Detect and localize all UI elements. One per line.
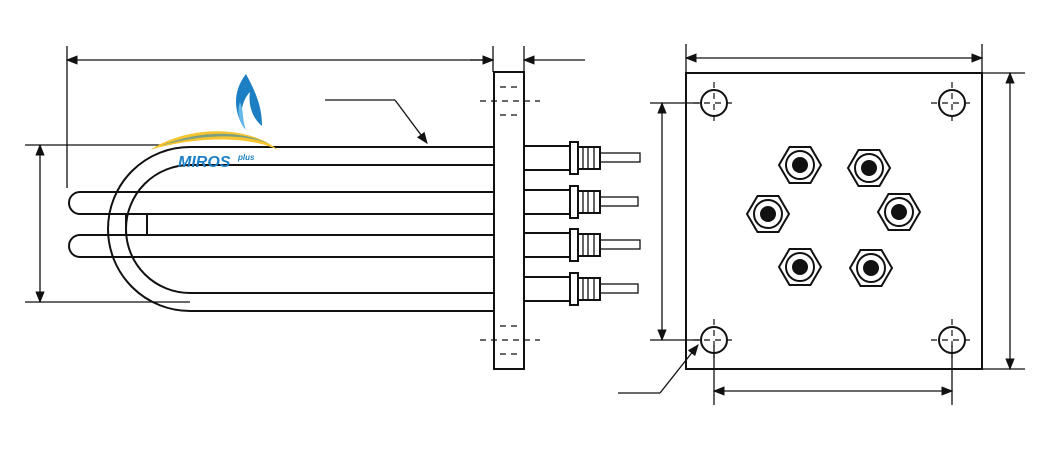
terminal-nut-2: [846, 149, 892, 187]
mounting-hole-top-left: [693, 82, 735, 124]
logo-swoosh-icon: [150, 131, 278, 150]
terminals: [523, 141, 641, 306]
terminal-nut-5: [777, 248, 823, 286]
mounting-holes: [693, 82, 973, 361]
inner-u-tube: [68, 191, 494, 258]
logo-brand-text: MIROS: [178, 154, 231, 171]
logo-suffix-text: plus: [237, 153, 255, 162]
logo-flame-icon: [236, 74, 262, 128]
flange-plate: [685, 72, 983, 370]
plate-height-dimension: [982, 71, 1025, 371]
mounting-hole-bottom-right: [931, 319, 973, 361]
flange-side: [480, 71, 540, 370]
terminal-4: [523, 272, 639, 306]
terminal-nut-3: [745, 195, 791, 233]
terminal-nut-4: [876, 193, 922, 231]
terminal-1: [523, 141, 641, 175]
hole-vertical-spacing-dimension: [650, 101, 700, 342]
tube-spacer: [125, 213, 148, 236]
terminal-nut-1: [777, 146, 823, 184]
overall-length-dimension: [65, 46, 495, 188]
terminal-nut-6: [848, 249, 894, 287]
tube-leader-arrow: [325, 99, 428, 144]
terminal-2: [523, 185, 639, 219]
plate-width-dimension: [684, 44, 984, 73]
side-view: MIROS plus: [25, 46, 641, 370]
mounting-hole-top-right: [931, 82, 973, 124]
flange-thickness-dimension: [470, 46, 585, 72]
terminal-3: [523, 228, 641, 262]
hole-leader-arrow: [618, 344, 699, 394]
front-view: [618, 44, 1025, 405]
mounting-hole-bottom-left: [693, 319, 735, 361]
terminal-nuts: [745, 146, 922, 287]
tube-height-dimension: [25, 143, 190, 304]
outer-u-tube: [107, 146, 494, 312]
hole-horizontal-spacing-dimension: [712, 345, 954, 405]
miros-logo: MIROS plus: [150, 74, 278, 171]
